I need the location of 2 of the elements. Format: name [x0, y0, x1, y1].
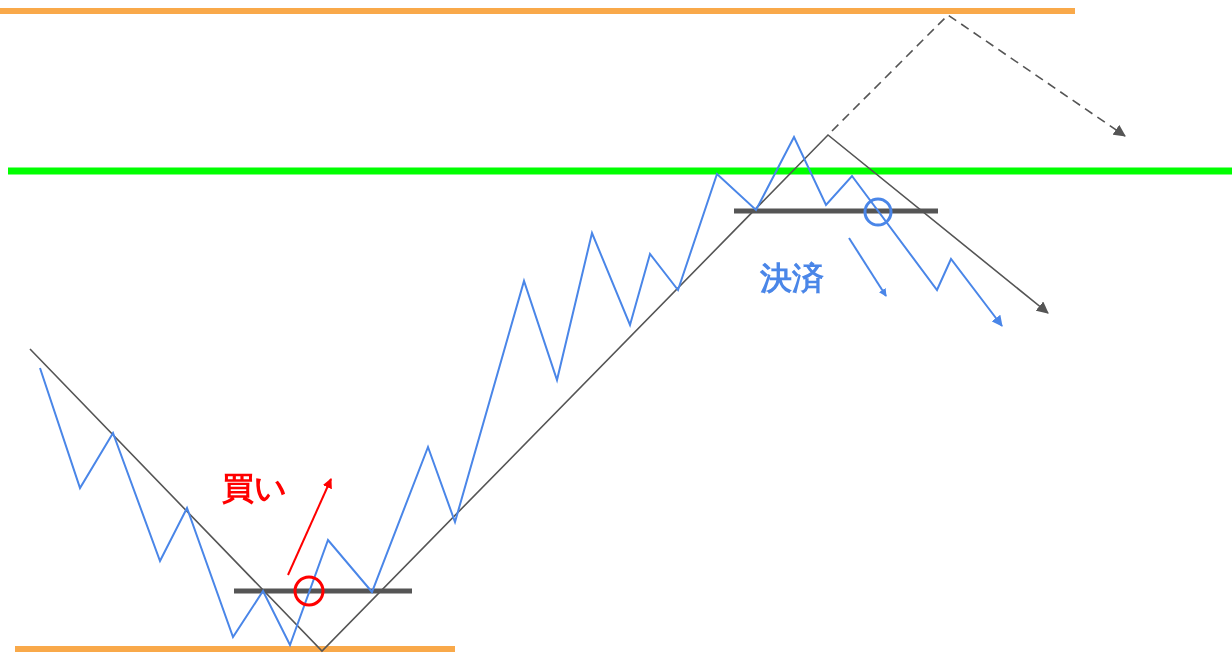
buy-label: 買い [222, 472, 287, 504]
exit-label: 決済 [760, 262, 824, 294]
